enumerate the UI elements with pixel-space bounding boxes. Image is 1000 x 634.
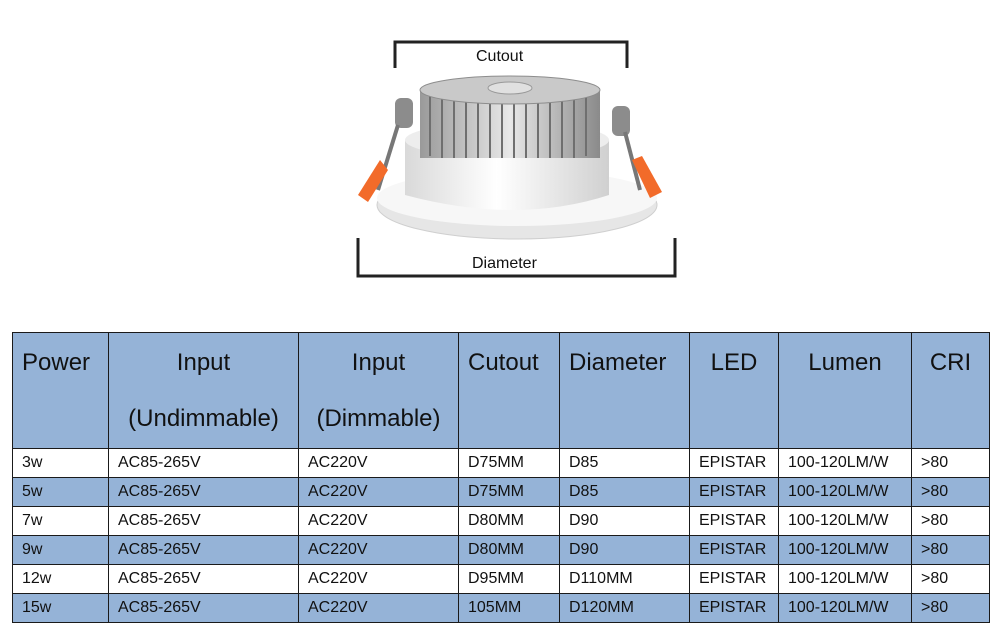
cell-input-dimmable: AC220V [298, 448, 459, 478]
header-cutout: Cutout [458, 332, 560, 449]
header-power: Power [12, 332, 109, 449]
cell-led: EPISTAR [689, 535, 779, 565]
cell-cutout: D80MM [458, 535, 560, 565]
cell-diameter: D120MM [559, 593, 690, 623]
cell-input-dimmable: AC220V [298, 564, 459, 594]
cell-diameter: D85 [559, 477, 690, 507]
cell-cri: >80 [911, 506, 990, 536]
table-row: 9w AC85-265V AC220V D80MM D90 EPISTAR 10… [12, 535, 990, 565]
cell-diameter: D110MM [559, 564, 690, 594]
cell-power: 12w [12, 564, 109, 594]
cell-input-dimmable: AC220V [298, 477, 459, 507]
cell-power: 15w [12, 593, 109, 623]
cell-input-undimmable: AC85-265V [108, 477, 299, 507]
cell-input-undimmable: AC85-265V [108, 564, 299, 594]
header-cri: CRI [911, 332, 990, 449]
cell-cri: >80 [911, 593, 990, 623]
cell-led: EPISTAR [689, 477, 779, 507]
cell-power: 3w [12, 448, 109, 478]
diameter-label: Diameter [468, 255, 541, 273]
cell-led: EPISTAR [689, 506, 779, 536]
table-row: 12w AC85-265V AC220V D95MM D110MM EPISTA… [12, 564, 990, 594]
cell-lumen: 100-120LM/W [778, 506, 912, 536]
table-row: 5w AC85-265V AC220V D75MM D85 EPISTAR 10… [12, 477, 990, 507]
header-lumen: Lumen [778, 332, 912, 449]
cell-input-dimmable: AC220V [298, 506, 459, 536]
cell-diameter: D85 [559, 448, 690, 478]
header-led: LED [689, 332, 779, 449]
cell-cutout: D75MM [458, 477, 560, 507]
right-spring-clip [612, 106, 662, 198]
heatsink-fins [419, 75, 601, 158]
cell-diameter: D90 [559, 535, 690, 565]
cell-cutout: 105MM [458, 593, 560, 623]
cell-cutout: D95MM [458, 564, 560, 594]
downlight-product-figure: Cutout Diameter [340, 30, 690, 290]
cell-power: 7w [12, 506, 109, 536]
cell-diameter: D90 [559, 506, 690, 536]
diameter-bracket [356, 238, 677, 278]
cell-cri: >80 [911, 477, 990, 507]
cell-cri: >80 [911, 535, 990, 565]
header-diameter: Diameter [559, 332, 690, 449]
cutout-bracket [393, 40, 629, 68]
table-header-row: Power Input(Undimmable) Input(Dimmable) … [12, 332, 990, 449]
table-row: 15w AC85-265V AC220V 105MM D120MM EPISTA… [12, 593, 990, 623]
cell-lumen: 100-120LM/W [778, 564, 912, 594]
cell-input-undimmable: AC85-265V [108, 535, 299, 565]
cell-cutout: D75MM [458, 448, 560, 478]
downlight-illustration [356, 40, 677, 278]
cell-cri: >80 [911, 564, 990, 594]
cell-led: EPISTAR [689, 448, 779, 478]
cell-power: 9w [12, 535, 109, 565]
cell-led: EPISTAR [689, 593, 779, 623]
cutout-label: Cutout [472, 48, 528, 66]
cell-lumen: 100-120LM/W [778, 593, 912, 623]
cell-input-undimmable: AC85-265V [108, 593, 299, 623]
header-input-undimmable: Input(Undimmable) [108, 332, 299, 449]
spec-table: Power Input(Undimmable) Input(Dimmable) … [12, 332, 990, 623]
cell-input-undimmable: AC85-265V [108, 448, 299, 478]
cell-led: EPISTAR [689, 564, 779, 594]
table-row: 3w AC85-265V AC220V D75MM D85 EPISTAR 10… [12, 448, 990, 478]
cell-input-dimmable: AC220V [298, 593, 459, 623]
cell-lumen: 100-120LM/W [778, 448, 912, 478]
header-input-dimmable: Input(Dimmable) [298, 332, 459, 449]
left-spring-clip [358, 98, 413, 202]
cell-lumen: 100-120LM/W [778, 477, 912, 507]
cell-power: 5w [12, 477, 109, 507]
cell-input-dimmable: AC220V [298, 535, 459, 565]
cell-input-undimmable: AC85-265V [108, 506, 299, 536]
cell-cri: >80 [911, 448, 990, 478]
table-row: 7w AC85-265V AC220V D80MM D90 EPISTAR 10… [12, 506, 990, 536]
cell-lumen: 100-120LM/W [778, 535, 912, 565]
cell-cutout: D80MM [458, 506, 560, 536]
